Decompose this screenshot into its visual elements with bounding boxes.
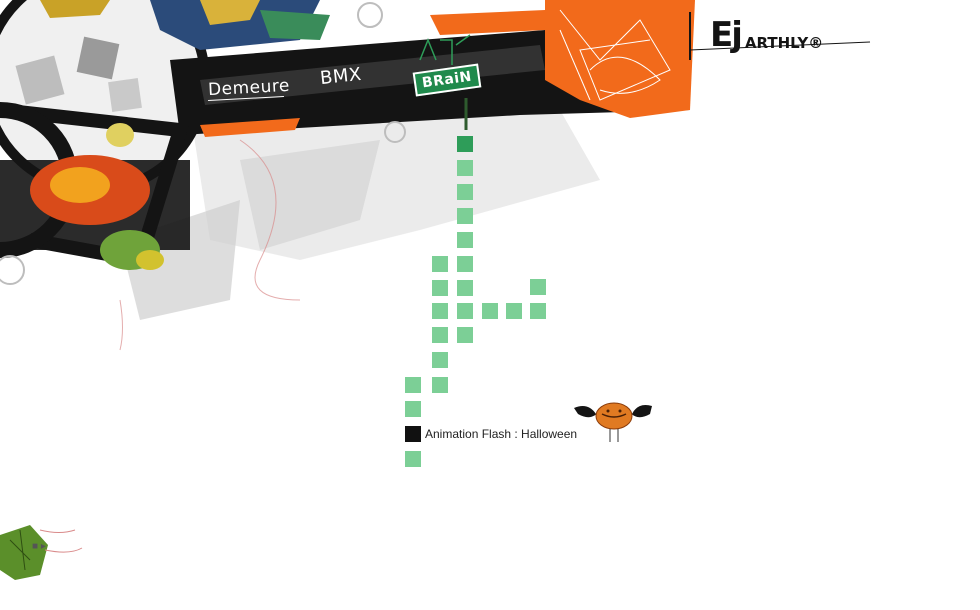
pixel-block bbox=[432, 256, 448, 272]
ej-logo-icon: Ej bbox=[710, 15, 743, 55]
pixel-block bbox=[482, 303, 498, 319]
pixel-block bbox=[457, 256, 473, 272]
pixel-block bbox=[432, 303, 448, 319]
grey-inner-band bbox=[200, 45, 545, 105]
pumpkin-bat-icon[interactable] bbox=[574, 400, 654, 446]
pixel-block bbox=[457, 232, 473, 248]
pixel-block bbox=[405, 451, 421, 467]
pixel-block bbox=[457, 208, 473, 224]
pixel-block bbox=[506, 303, 522, 319]
pixel-block bbox=[457, 184, 473, 200]
pixel-block bbox=[405, 377, 421, 393]
pixel-block bbox=[457, 327, 473, 343]
pixel-block bbox=[457, 303, 473, 319]
flash-square-icon bbox=[405, 426, 421, 442]
pixel-block bbox=[530, 303, 546, 319]
leaf-art bbox=[0, 525, 48, 580]
flash-link-label: Animation Flash : Halloween bbox=[425, 427, 578, 441]
play-arrow-icon[interactable]: ■ ▸ bbox=[32, 541, 46, 552]
grey-splatter-art bbox=[120, 110, 600, 320]
nav-bmx-link[interactable]: BMX bbox=[319, 63, 363, 90]
brand-name: ARTHLY® bbox=[744, 34, 824, 52]
pixel-block bbox=[432, 377, 448, 393]
colorful-collage-art bbox=[40, 0, 330, 50]
pixel-block bbox=[530, 279, 546, 295]
pixel-block bbox=[432, 352, 448, 368]
orange-band bbox=[545, 0, 695, 118]
pixel-block bbox=[432, 327, 448, 343]
pixel-block bbox=[457, 160, 473, 176]
brand-logo[interactable]: Ej ARTHLY® bbox=[710, 18, 823, 52]
string-art bbox=[119, 139, 301, 351]
scribble-art bbox=[559, 9, 671, 101]
logo-underline bbox=[689, 41, 871, 51]
gears-art bbox=[0, 2, 406, 285]
pixel-block bbox=[457, 280, 473, 296]
pixel-block bbox=[457, 136, 473, 152]
halloween-flash-link[interactable]: Animation Flash : Halloween bbox=[405, 426, 577, 442]
graffiti-art bbox=[30, 123, 164, 270]
pixel-block bbox=[405, 401, 421, 417]
pixel-block bbox=[432, 280, 448, 296]
